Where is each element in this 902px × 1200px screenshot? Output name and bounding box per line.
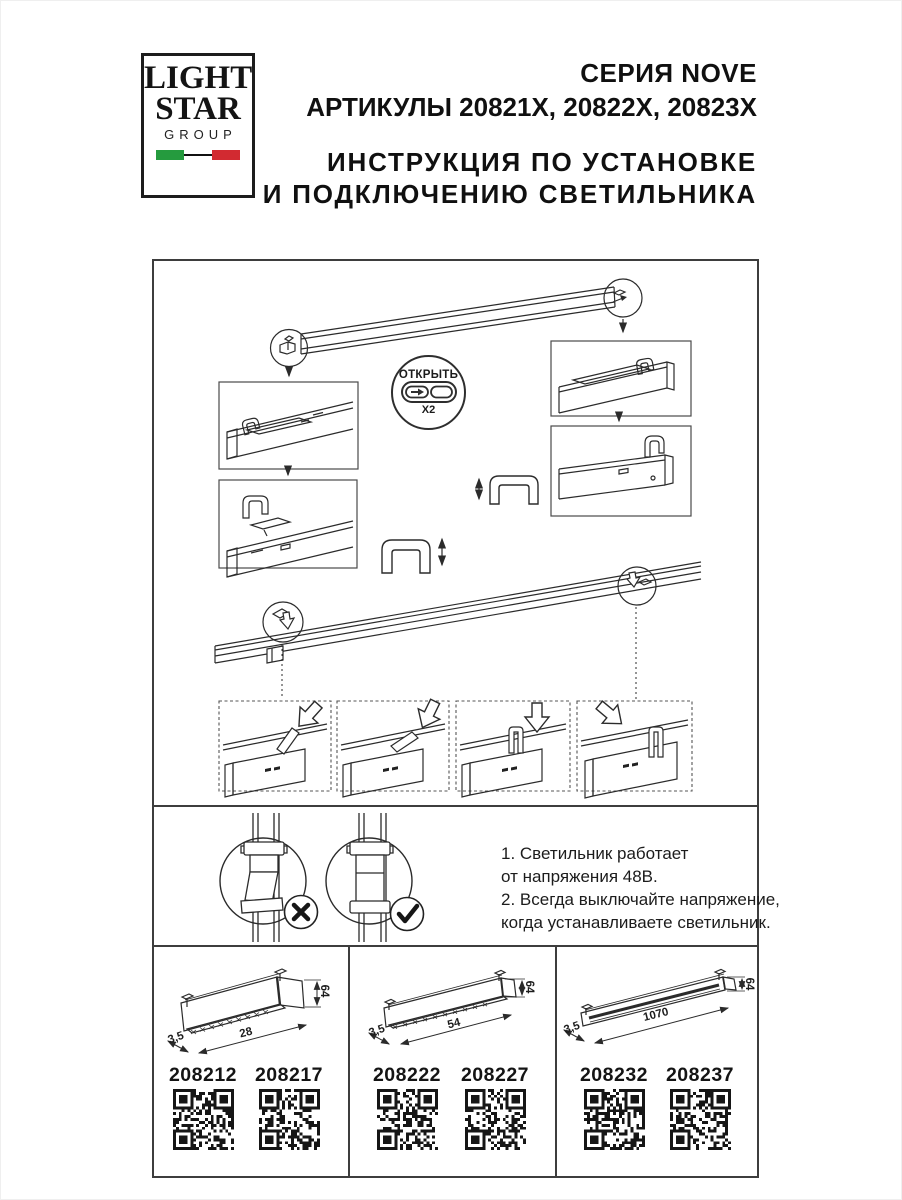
article-number: 208217 [254,1064,324,1086]
dim-height-label: 64 [523,980,535,994]
qr-code [259,1089,320,1150]
qr-code [377,1089,438,1150]
flag-red-segment [212,150,240,161]
italian-flag-icon [156,150,240,161]
qr-code [465,1089,526,1150]
open-action-badge: ОТКРЫТЬ X2 [391,355,466,430]
page-title-line1: ИНСТРУКЦИЯ ПО УСТАНОВКЕ [327,147,757,177]
section-divider-2 [152,945,759,947]
logo-word-group: GROUP [164,127,237,143]
note-line-2: от напряжения 48В. [501,867,658,886]
article-number: 208227 [460,1064,530,1086]
article-number: 208237 [665,1064,735,1086]
qr-code [173,1089,234,1150]
qr-code [670,1089,731,1150]
section-divider-1 [152,805,759,807]
column-divider-1 [348,945,350,1178]
note-line-4: когда устанавливаете светильник. [501,913,771,932]
note-line-1: 1. Светильник работает [501,844,689,863]
dim-height-label: 64 [318,984,330,998]
diagram-frame [152,259,759,1178]
article-number: 208222 [372,1064,442,1086]
open-label: ОТКРЫТЬ [398,369,459,381]
flag-green-segment [156,150,184,161]
logo-word-star: STAR [155,90,241,127]
open-count: X2 [421,404,436,416]
article-number: 208232 [579,1064,649,1086]
page-title-line2: И ПОДКЛЮЧЕНИЮ СВЕТИЛЬНИКА [262,179,757,209]
series-title: СЕРИЯ NOVE [580,58,757,88]
slider-open-icon [400,381,457,403]
dim-height-label: 64 [743,977,755,991]
lightstar-logo: LIGHT STAR GROUP [141,53,255,198]
article-number: 208212 [168,1064,238,1086]
qr-code [584,1089,645,1150]
note-line-3: 2. Всегда выключайте напряжение, [501,890,780,909]
flag-white-segment [183,150,213,161]
articles-line: АРТИКУЛЫ 20821X, 20822X, 20823X [306,92,757,122]
logo-word-light: LIGHT [144,60,253,96]
column-divider-2 [555,945,557,1178]
